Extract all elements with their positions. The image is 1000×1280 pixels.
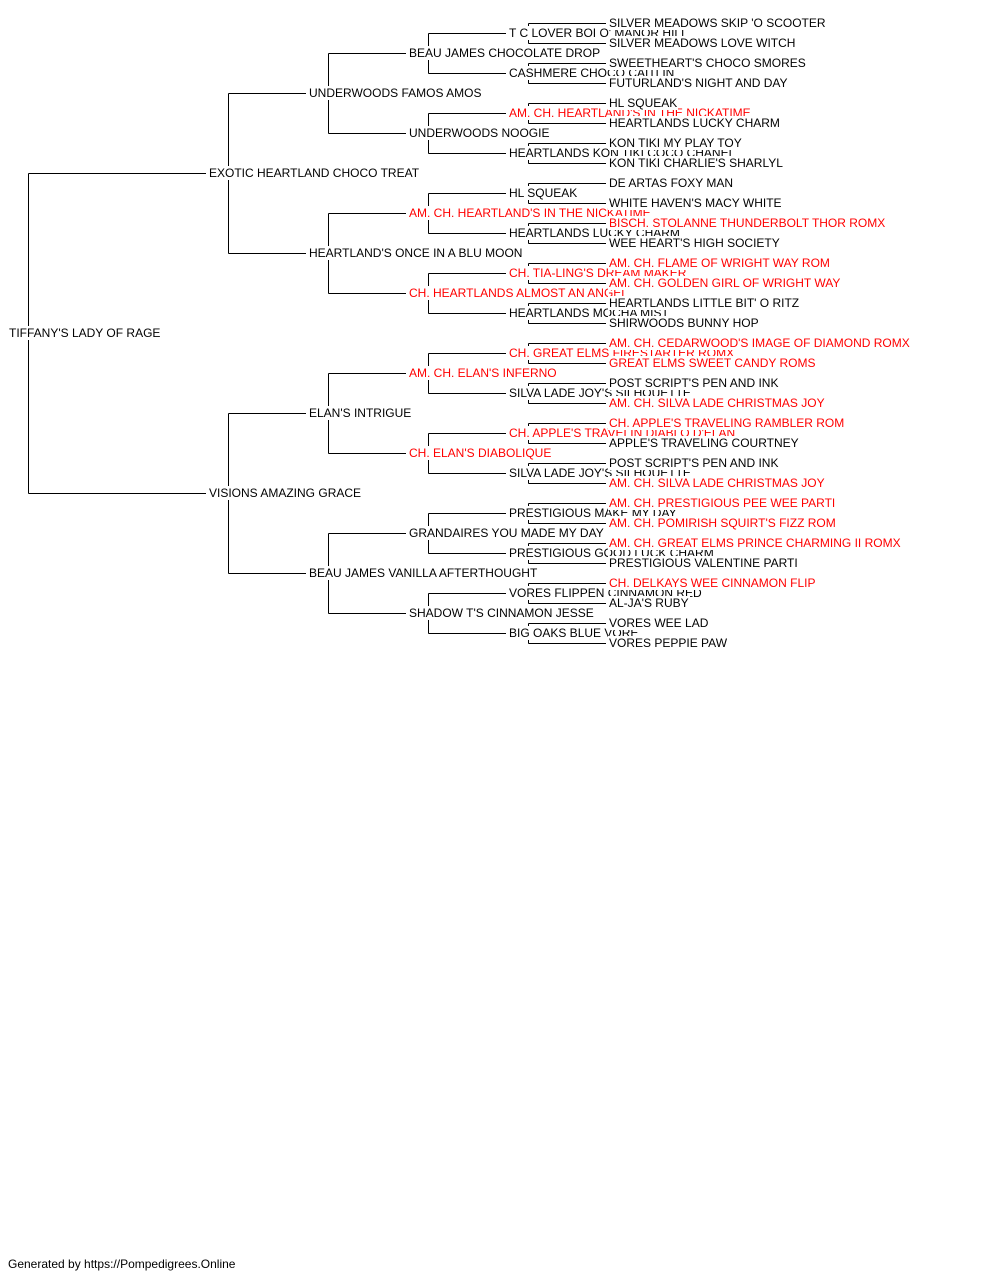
ancestor-name: AM. CH. PRESTIGIOUS PEE WEE PARTI	[608, 496, 837, 510]
ancestor-name: CH. APPLE'S TRAVELING RAMBLER ROM	[608, 416, 846, 430]
ancestor-name: AM. CH. ELAN'S INFERNO	[408, 366, 558, 380]
ancestor-name: POST SCRIPT'S PEN AND INK	[608, 376, 780, 390]
ancestor-name: WHITE HAVEN'S MACY WHITE	[608, 196, 783, 210]
ancestor-name: CH. ELAN'S DIABOLIQUE	[408, 446, 553, 460]
ancestor-name: AM. CH. SILVA LADE CHRISTMAS JOY	[608, 396, 826, 410]
ancestor-name: FUTURLAND'S NIGHT AND DAY	[608, 76, 789, 90]
ancestor-name: EXOTIC HEARTLAND CHOCO TREAT	[208, 166, 421, 180]
generator-credit: Generated by https://Pompedigrees.Online	[8, 1257, 236, 1271]
ancestor-name: SILVER MEADOWS SKIP 'O SCOOTER	[608, 16, 827, 30]
ancestor-name: BEAU JAMES VANILLA AFTERTHOUGHT	[308, 566, 539, 580]
ancestor-name: DE ARTAS FOXY MAN	[608, 176, 735, 190]
ancestor-name: APPLE'S TRAVELING COURTNEY	[608, 436, 800, 450]
ancestor-name: BIG OAKS BLUE VORE	[508, 626, 640, 640]
ancestor-name: SHADOW T'S CINNAMON JESSE	[408, 606, 595, 620]
ancestor-name: SILVER MEADOWS LOVE WITCH	[608, 36, 797, 50]
ancestor-name: VORES PEPPIE PAW	[608, 636, 729, 650]
ancestor-name: AM. CH. POMIRISH SQUIRT'S FIZZ ROM	[608, 516, 837, 530]
ancestor-name: BISCH. STOLANNE THUNDERBOLT THOR ROMX	[608, 216, 887, 230]
ancestor-name: SWEETHEART'S CHOCO SMORES	[608, 56, 807, 70]
ancestor-name: AM. CH. GREAT ELMS PRINCE CHARMING II RO…	[608, 536, 902, 550]
ancestor-name: UNDERWOODS NOOGIE	[408, 126, 551, 140]
ancestor-name: GRANDAIRES YOU MADE MY DAY	[408, 526, 605, 540]
ancestor-name: KON TIKI CHARLIE'S SHARLYL	[608, 156, 784, 170]
ancestor-name: CH. HEARTLANDS ALMOST AN ANGEL	[408, 286, 629, 300]
ancestor-name: HL SQUEAK	[608, 96, 679, 110]
ancestor-name: AM. CH. FLAME OF WRIGHT WAY ROM	[608, 256, 831, 270]
ancestor-name: KON TIKI MY PLAY TOY	[608, 136, 743, 150]
ancestor-name: AM. CH. HEARTLAND'S IN THE NICKATIME	[408, 206, 652, 220]
subject-dog-name: TIFFANY'S LADY OF RAGE	[8, 326, 162, 340]
ancestor-name: AM. CH. GOLDEN GIRL OF WRIGHT WAY	[608, 276, 842, 290]
ancestor-name: UNDERWOODS FAMOS AMOS	[308, 86, 483, 100]
ancestor-name: AL-JA'S RUBY	[608, 596, 690, 610]
ancestor-name: HEARTLAND'S ONCE IN A BLU MOON	[308, 246, 524, 260]
ancestor-name: POST SCRIPT'S PEN AND INK	[608, 456, 780, 470]
ancestor-name: AM. CH. SILVA LADE CHRISTMAS JOY	[608, 476, 826, 490]
ancestor-name: AM. CH. CEDARWOOD'S IMAGE OF DIAMOND ROM…	[608, 336, 911, 350]
ancestor-name: PRESTIGIOUS VALENTINE PARTI	[608, 556, 799, 570]
ancestor-name: CH. DELKAYS WEE CINNAMON FLIP	[608, 576, 817, 590]
ancestor-name: HL SQUEAK	[508, 186, 579, 200]
ancestor-name: ELAN'S INTRIGUE	[308, 406, 413, 420]
ancestor-name: HEARTLANDS LUCKY CHARM	[608, 116, 781, 130]
ancestor-name: WEE HEART'S HIGH SOCIETY	[608, 236, 781, 250]
ancestor-name: BEAU JAMES CHOCOLATE DROP	[408, 46, 602, 60]
ancestor-name: VISIONS AMAZING GRACE	[208, 486, 363, 500]
ancestor-name: VORES WEE LAD	[608, 616, 710, 630]
ancestor-name: HEARTLANDS LITTLE BIT' O RITZ	[608, 296, 801, 310]
ancestor-name: GREAT ELMS SWEET CANDY ROMS	[608, 356, 817, 370]
ancestor-name: SHIRWOODS BUNNY HOP	[608, 316, 760, 330]
